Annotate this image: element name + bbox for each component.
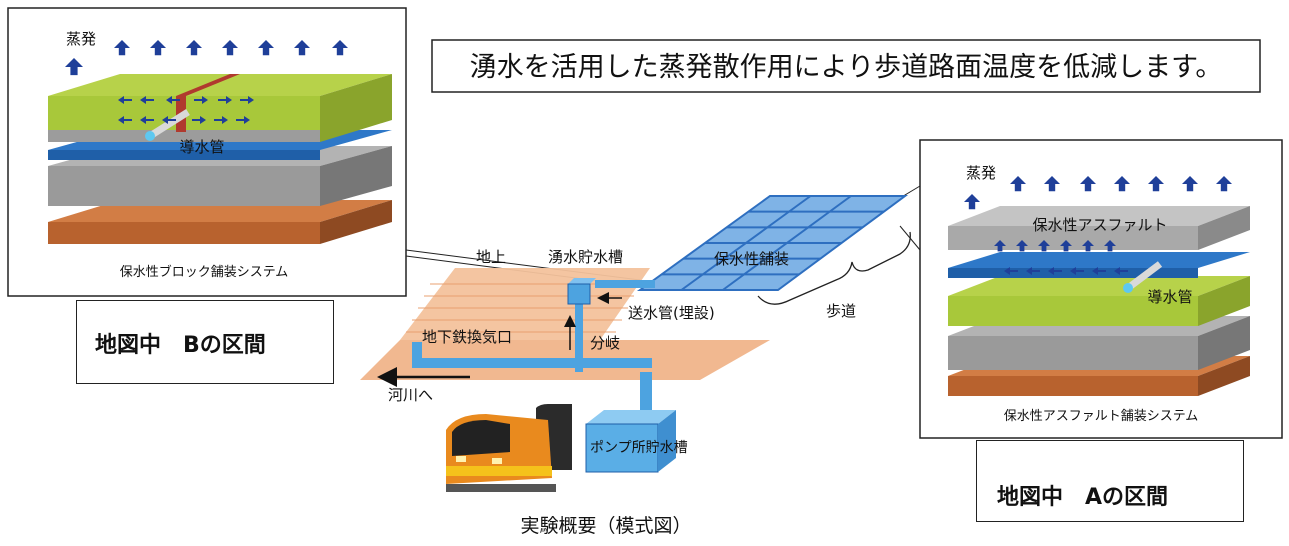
headline-text: 湧水を活用した蒸発散作用により歩道路面温度を低減します。 <box>470 52 1223 83</box>
sidewalk-pavement <box>636 195 909 291</box>
evaporation-arrow-icon <box>150 40 166 56</box>
panel-b: 導水管 蒸発 保水性ブロック舗装システム <box>7 7 407 297</box>
panel-b-evaporation-label: 蒸発 <box>66 30 96 48</box>
panel-a: 保水性アスファルト 導水管 蒸発 保水性アスファルト舗装システム <box>919 139 1283 439</box>
branch-label: 分岐 <box>590 334 620 352</box>
flow-arrow-icon <box>1048 267 1062 275</box>
panel-a-pipe-end <box>1123 283 1133 293</box>
capillary-arrow-icon <box>1038 240 1050 252</box>
evaporation-arrow-icon <box>1182 176 1199 192</box>
panel-a-evaporation-label: 蒸発 <box>966 164 996 182</box>
flow-arrow-icon <box>214 116 228 124</box>
supply-pipe-label: 送水管(埋設) <box>628 304 715 322</box>
evaporation-arrow-icon <box>222 40 238 56</box>
capillary-arrow-icon <box>1060 240 1072 252</box>
pump-station-tank <box>585 410 676 473</box>
evaporation-arrow-icon <box>1216 176 1233 192</box>
panel-b-evaporation-arrows <box>65 40 348 76</box>
flow-arrow-icon <box>192 116 206 124</box>
panel-b-flow-arrows <box>118 96 254 124</box>
flow-arrow-icon <box>140 96 154 104</box>
panel-a-system-label: 保水性アスファルト舗装システム <box>1004 409 1199 424</box>
evaporation-arrow-icon <box>964 194 980 210</box>
pavement-label: 保水性舗装 <box>714 250 789 268</box>
evaporation-arrow-icon <box>186 40 202 56</box>
flow-arrow-icon <box>1092 267 1106 275</box>
panel-a-evaporation-arrows <box>964 176 1233 210</box>
spring-water-tank <box>567 278 596 305</box>
panel-a-asphalt-label: 保水性アスファルト <box>1032 216 1167 234</box>
flow-arrow-icon <box>140 116 154 124</box>
vertical-supply-pipe <box>575 286 583 372</box>
panel-a-pipe-label: 導水管 <box>1147 288 1192 306</box>
evaporation-arrow-icon <box>294 40 310 56</box>
capillary-arrow-icon <box>1016 240 1028 252</box>
map-label-b: 地図中 Bの区間 <box>95 333 266 358</box>
capillary-arrow-icon <box>994 240 1006 252</box>
panel-b-pipe-label: 導水管 <box>179 138 224 156</box>
flow-arrow-icon <box>166 96 180 104</box>
figure-caption: 実験概要（模式図） <box>520 515 691 537</box>
panel-b-red-channel <box>176 74 240 96</box>
vent-pipe <box>412 342 422 366</box>
flow-arrow-icon <box>1070 267 1084 275</box>
headline-box <box>431 39 1261 93</box>
supply-pipe-buried <box>595 280 655 288</box>
panel-a-asphalt-layer <box>948 206 1250 250</box>
evaporation-arrow-icon <box>1148 176 1165 192</box>
sidewalk-brace <box>757 231 911 305</box>
panel-a-capillary-arrows <box>994 240 1116 252</box>
evaporation-arrow-icon <box>332 40 348 56</box>
river-label: 河川へ <box>388 386 433 404</box>
flow-arrow-icon <box>118 96 132 104</box>
panel-a-green-layer <box>948 276 1250 326</box>
evaporation-arrow-icon <box>258 40 274 56</box>
flow-arrow-icon <box>118 116 132 124</box>
evaporation-arrow-icon <box>1044 176 1061 192</box>
map-label-a-box: 地図中 Aの区間 <box>976 440 1244 522</box>
pump-tank-label: ポンプ所貯水槽 <box>590 440 688 456</box>
sidewalk-label: 歩道 <box>826 302 856 320</box>
map-label-b-box: 地図中 Bの区間 <box>76 300 334 384</box>
capillary-arrow-icon <box>1082 240 1094 252</box>
panel-b-system-label: 保水性ブロック舗装システム <box>120 264 289 280</box>
flow-arrow-icon <box>1026 267 1040 275</box>
flow-arrow-icon <box>1004 267 1018 275</box>
flow-arrow-icon <box>194 96 208 104</box>
panel-b-pipe-end <box>145 131 155 141</box>
capillary-arrow-icon <box>1104 240 1116 252</box>
evaporation-arrow-icon <box>1010 176 1026 192</box>
panel-b-green-block-layer <box>48 74 392 142</box>
panel-b-pipe <box>148 109 190 139</box>
flow-arrow-icon <box>218 96 232 104</box>
panel-a-pipe <box>1125 261 1163 291</box>
evaporation-arrow-icon <box>65 58 83 76</box>
center-schematic: 地上 湧水貯水槽 保水性舗装 送水管(埋設) 歩道 地下鉄換気口 分岐 河川へ … <box>360 185 921 492</box>
map-label-a: 地図中 Aの区間 <box>997 485 1169 510</box>
spring-tank-label: 湧水貯水槽 <box>548 248 623 266</box>
ground-label: 地上 <box>476 248 506 266</box>
subway-train-icon <box>446 404 572 492</box>
panel-a-flow-arrows <box>1004 267 1128 275</box>
evaporation-arrow-icon <box>1114 176 1131 192</box>
flow-arrow-icon <box>236 116 250 124</box>
flow-arrow-icon <box>240 96 254 104</box>
panel-b-orange-layer <box>48 200 392 244</box>
subway-vent-label: 地下鉄換気口 <box>422 328 512 346</box>
evaporation-arrow-icon <box>1080 176 1097 192</box>
horizontal-main-pipe <box>412 358 652 368</box>
evaporation-arrow-icon <box>114 40 130 56</box>
flow-arrow-icon <box>162 116 176 124</box>
flow-arrow-icon <box>1114 267 1128 275</box>
